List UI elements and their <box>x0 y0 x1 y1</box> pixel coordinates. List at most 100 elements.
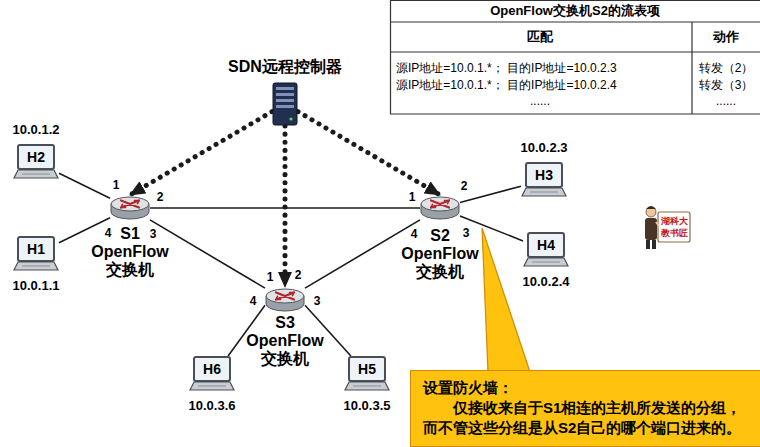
watermark-leg <box>652 240 656 249</box>
watermark-text: 教书匠 <box>661 228 688 238</box>
callout-pointer <box>482 228 530 372</box>
server-slot <box>276 105 294 108</box>
switch-arrow-heads <box>276 293 294 300</box>
table-cell: 转发（3） <box>699 79 754 93</box>
openflow-switch: S3OpenFlow 交换机 <box>265 287 305 313</box>
callout-box: 设置防火墙：仅接收来自于S1相连的主机所发送的分组，而不管这些分组是从S2自己的… <box>410 370 760 447</box>
host-laptop: H410.0.2.4 <box>523 232 569 268</box>
ip-address: 10.0.3.6 <box>189 398 236 414</box>
switch-name: S1 <box>87 225 173 243</box>
port-number: 4 <box>411 228 418 242</box>
host-name: H4 <box>523 234 569 256</box>
watermark-body <box>645 218 657 240</box>
screen-area: H3 <box>521 164 567 186</box>
laptop-keys <box>22 174 50 175</box>
screen-area: H6 <box>189 358 235 380</box>
laptop-base <box>522 188 566 196</box>
network-link <box>460 216 523 241</box>
host-laptop: H210.0.1.2 <box>13 144 59 180</box>
laptop-keys <box>530 192 558 193</box>
port-number: 1 <box>267 271 274 285</box>
screen-area: H4 <box>523 234 569 256</box>
laptop-keys <box>22 266 50 267</box>
icon-svg <box>420 195 460 221</box>
server-light <box>289 117 292 120</box>
table-cell: 转发（2） <box>699 62 754 76</box>
port-number: 4 <box>105 227 112 241</box>
port-number: 3 <box>314 295 321 309</box>
table-cell: 源IP地址=10.0.1.*； 目的IP地址=10.0.2.4 <box>396 79 617 93</box>
port-number: 1 <box>409 191 416 205</box>
host-name: H1 <box>13 238 59 260</box>
port-number: 4 <box>250 295 257 309</box>
host-name: H6 <box>189 358 235 380</box>
network-link <box>59 218 110 243</box>
ip-caption: 10.0.2.3 <box>521 140 568 156</box>
laptop-base <box>345 382 389 390</box>
host-name: H5 <box>344 358 390 380</box>
ip-caption: 10.0.1.1 <box>13 278 60 294</box>
laptop-base <box>524 258 568 266</box>
controller-server: SDN远程控制器 <box>272 82 298 126</box>
laptop-base <box>14 262 58 270</box>
switch-top <box>111 197 149 211</box>
caption: S1OpenFlow 交换机 <box>87 225 173 279</box>
watermark-hair <box>646 206 656 209</box>
screen-area: H2 <box>13 146 59 168</box>
table-line <box>390 21 760 22</box>
server-slot <box>276 87 294 90</box>
icon-svg <box>272 82 298 126</box>
port-number: 2 <box>157 191 164 205</box>
ip-address: 10.0.2.4 <box>523 274 570 290</box>
network-link <box>460 186 521 202</box>
watermark-text: 湖科大 <box>661 216 688 226</box>
port-number: 2 <box>295 269 302 283</box>
caption: SDN远程控制器 <box>228 57 342 76</box>
switch-arrows <box>121 201 139 208</box>
switch-arrows <box>276 293 294 300</box>
port-number: 1 <box>113 179 120 193</box>
callout-pointer-edge <box>482 228 530 372</box>
node-label: SDN远程控制器 <box>228 57 342 76</box>
switch-type: OpenFlow 交换机 <box>242 332 328 368</box>
laptop-base <box>14 170 58 178</box>
table-line <box>390 51 760 52</box>
table-line <box>691 22 692 114</box>
ip-address: 10.0.1.2 <box>13 122 60 138</box>
ip-caption: 10.0.1.2 <box>13 122 60 138</box>
switch-name: S2 <box>397 227 483 245</box>
control-channel <box>130 112 272 195</box>
host-name: H3 <box>521 164 567 186</box>
callout-heading: 设置防火墙： <box>423 378 749 398</box>
watermark-figure <box>645 206 690 249</box>
screen-area: H5 <box>344 358 390 380</box>
ip-address: 10.0.1.1 <box>13 278 60 294</box>
table-header: 匹配 <box>527 30 553 45</box>
callout-body: 仅接收来自于S1相连的主机所发送的分组，而不管这些分组是从S2自己的哪个端口进来… <box>423 398 749 438</box>
port-number: 3 <box>150 228 157 242</box>
host-laptop: H610.0.3.6 <box>189 356 235 392</box>
control-channel <box>283 126 288 287</box>
table-line <box>390 113 760 114</box>
caption: S2OpenFlow 交换机 <box>397 227 483 281</box>
table-line <box>390 0 760 1</box>
switch-type: OpenFlow 交换机 <box>397 245 483 281</box>
server-body <box>273 83 297 125</box>
host-laptop: H310.0.2.3 <box>521 162 567 198</box>
switch-top <box>266 289 304 303</box>
table-title: OpenFlow交换机S2的流表项 <box>490 4 660 19</box>
ip-address: 10.0.3.5 <box>344 398 391 414</box>
laptop-base <box>190 382 234 390</box>
host-name: H2 <box>13 146 59 168</box>
watermark-sign <box>658 212 690 242</box>
openflow-switch: S1OpenFlow 交换机 <box>110 195 150 221</box>
control-channel <box>298 112 440 195</box>
switch-type: OpenFlow 交换机 <box>87 243 173 279</box>
icon-svg <box>110 195 150 221</box>
network-link <box>150 207 420 209</box>
flow-table-lines <box>390 0 760 114</box>
ip-caption: 10.0.3.5 <box>344 398 391 414</box>
server-slot <box>276 93 294 96</box>
